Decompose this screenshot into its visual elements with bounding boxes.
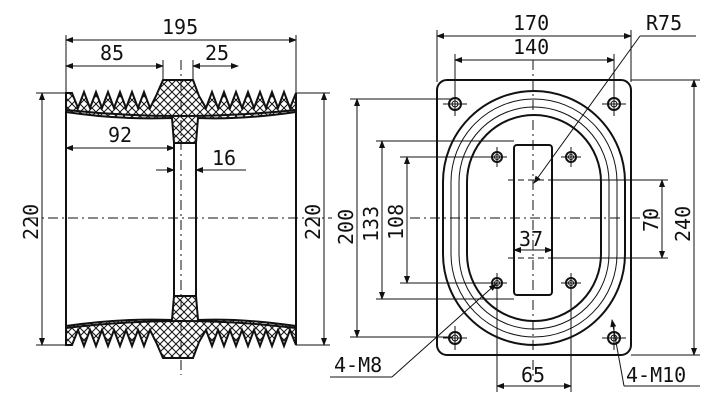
label-4-m8: 4-M8: [334, 353, 382, 377]
dim-front-170: 170: [513, 11, 549, 35]
m10-hole-bottom-left: [443, 326, 467, 350]
dim-front-65: 65: [521, 363, 545, 387]
front-ring-inner: [466, 114, 602, 322]
side-view: 195 85 25 92 16 220 220: [19, 15, 332, 375]
dim-front-37: 37: [519, 227, 543, 251]
r75-leader: [533, 35, 641, 184]
dim-side-220-right: 220: [301, 204, 325, 240]
dim-side-92: 92: [108, 123, 132, 147]
m8-leader: [391, 283, 497, 378]
front-center-slot: [513, 144, 553, 296]
m8-hole-top-right: [561, 147, 581, 167]
dim-side-16: 16: [212, 146, 236, 170]
label-4-m10: 4-M10: [626, 363, 686, 387]
dim-front-108: 108: [384, 204, 408, 240]
dim-side-220-left: 220: [19, 204, 43, 240]
side-top-shed-section: [65, 79, 297, 144]
dim-front-r75: R75: [646, 11, 682, 35]
m8-hole-bottom-right: [561, 273, 581, 293]
dim-front-133: 133: [359, 206, 383, 242]
front-ring-outer: [442, 90, 626, 346]
dim-front-140: 140: [513, 35, 549, 59]
side-bottom-shed-section: [65, 295, 297, 359]
front-view: 170 140 R75 200 133 108 70 240: [330, 11, 700, 392]
dim-front-240: 240: [671, 206, 695, 242]
front-ring-2: [450, 98, 618, 338]
dim-side-25: 25: [205, 41, 229, 65]
dim-front-70: 70: [639, 208, 663, 232]
front-ring-3: [458, 106, 610, 330]
dim-front-200: 200: [334, 209, 358, 245]
m10-leader: [610, 319, 625, 387]
front-flange-plate: [436, 79, 632, 356]
dim-side-85: 85: [100, 41, 124, 65]
dim-side-195: 195: [162, 15, 198, 39]
